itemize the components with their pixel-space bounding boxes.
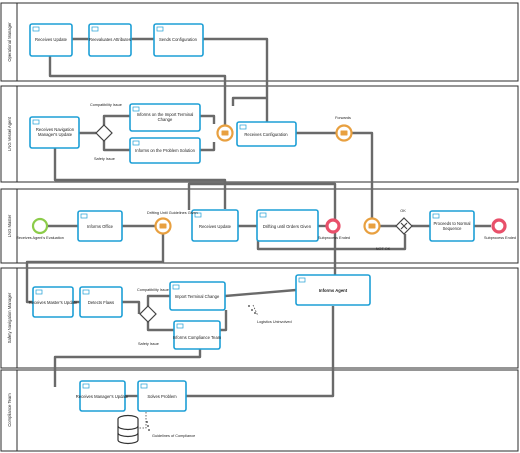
task-informs-problem-solution[interactable]: Informs on the Problem Solution <box>129 137 201 164</box>
flow-line <box>200 142 216 152</box>
label-compat-issue: Compatibility Issue <box>90 103 122 107</box>
flow-line <box>220 310 228 332</box>
lane-label: LNG Master <box>7 214 12 237</box>
task-label: Informs on the Problem Solution <box>135 148 195 153</box>
data-store-icon <box>117 414 139 445</box>
task-label: Change <box>158 117 173 122</box>
label-logistics-uninvolved: Logistics Uninvolved <box>257 320 292 324</box>
flow-line <box>351 131 374 218</box>
task-informs-import-change[interactable]: Informs on the Import Terminal Change <box>129 103 201 132</box>
task-label: Sequence <box>443 226 463 231</box>
lane-compliance-team: Compliance Team <box>0 369 519 452</box>
task-receives-manager-update[interactable]: Receives Manager's Update <box>76 380 129 412</box>
task-label: Reevaluates Attributes <box>89 37 131 42</box>
task-informs-office[interactable]: Informs Office <box>77 210 123 242</box>
gateway-ok-not-ok <box>395 217 413 235</box>
task-receives-update-master[interactable]: Receives Update <box>191 209 239 242</box>
task-import-terminal-change[interactable]: Import Terminal Change <box>169 281 226 311</box>
task-informs-agent[interactable]: Informs Agent <box>295 274 371 306</box>
label-receives-agents-eval: Receives Agent's Evaluation <box>16 236 64 240</box>
flow-line <box>186 306 335 398</box>
flow-line <box>53 148 227 209</box>
label-subprocess-ended: Subprocess Ended <box>484 236 516 240</box>
task-reevaluates-attributes[interactable]: Reevaluates Attributes <box>88 23 132 57</box>
task-label: Proceeds to Normal <box>433 221 470 226</box>
label-not-ok: NOT OK <box>376 247 391 251</box>
task-label: Solves Problem <box>147 394 177 399</box>
lane-label: Compliance Team <box>7 393 12 427</box>
task-label: Import Terminal Change <box>175 294 220 299</box>
task-label: Receives Configuration <box>244 132 288 137</box>
message-event-agent-send <box>216 124 234 142</box>
task-receives-configuration[interactable]: Receives Configuration <box>236 121 297 147</box>
association-line <box>252 304 259 317</box>
task-receives-master-update[interactable]: Receives Master's Update <box>29 286 78 318</box>
task-drifting-until-orders[interactable]: Drifting until Orders Given <box>256 209 319 242</box>
sequence-flows <box>25 37 491 429</box>
flow-line <box>122 300 141 314</box>
label-safety-issue: Safety Issue <box>94 157 115 161</box>
task-label: Receives Update <box>35 37 68 42</box>
label-safety-issue: Safety Issue <box>138 342 159 346</box>
flow-line <box>231 96 267 106</box>
association-line <box>138 412 147 429</box>
lane-operational-manager: Operational Manager <box>0 2 519 82</box>
task-label: Informs on the Import Terminal <box>137 112 194 117</box>
task-label: Receives Update <box>199 224 232 229</box>
task-label: Receives Navigation <box>36 127 75 132</box>
label-compat-issue: Compatibility Issue <box>137 288 169 292</box>
flow-line <box>102 114 130 125</box>
task-proceeds-normal[interactable]: Proceeds to Normal Sequence <box>429 210 475 242</box>
gateway-flaws <box>139 305 157 323</box>
task-label: Receives Manager's Update <box>76 394 129 399</box>
label-forwards: Forwards <box>335 116 351 120</box>
lane-label: LNG Vessel Agent <box>7 116 12 151</box>
task-label: Manager's Update <box>38 132 73 137</box>
flow-line <box>187 182 337 290</box>
task-receives-update-om[interactable]: Receives Update <box>29 23 73 57</box>
label-guidelines-compliance: Guidelines of Compliance <box>152 434 195 438</box>
task-label: Sends Configuration <box>159 37 198 42</box>
label-drifting-guidelines: Drifting Until Guidelines Given <box>147 211 198 215</box>
end-event-subprocess-1 <box>325 218 341 234</box>
task-label: Drifting until Orders Given <box>263 224 312 229</box>
lane-safety-navigation-manager: Safety Navigation Manager <box>0 267 519 369</box>
flow-line <box>146 294 170 306</box>
start-event-master <box>31 217 49 235</box>
label-subprocess-ended: Subprocess Ended <box>318 236 350 240</box>
data-association-dots <box>146 421 150 431</box>
message-event-drifting <box>154 217 172 235</box>
task-label: Receives Master's Update <box>29 300 78 305</box>
lane-label: Operational Manager <box>7 22 12 62</box>
data-object-logistics <box>248 305 256 314</box>
flow-line <box>25 234 165 304</box>
message-event-forwards <box>335 124 353 142</box>
lane-label: Safety Navigation Manager <box>7 292 12 343</box>
flow-line <box>146 322 174 332</box>
task-receives-navigation-update[interactable]: Receives Navigation Manager's Update <box>29 116 80 149</box>
flow-line <box>48 56 227 125</box>
message-event-master-receive <box>363 217 381 235</box>
task-label: Informs Office <box>87 224 114 229</box>
flow-line <box>102 141 130 152</box>
task-detects-flaws[interactable]: Detects Flaws <box>79 286 123 318</box>
flow-line <box>200 114 216 124</box>
task-informs-compliance-team[interactable]: Informs Compliance Team <box>173 320 222 350</box>
task-label: Informs Compliance Team <box>173 335 222 340</box>
task-label: Informs Agent <box>319 288 348 293</box>
flow-line <box>203 37 269 122</box>
annotations: Compatibility Issue Safety Issue Forward… <box>16 103 516 438</box>
task-sends-configuration[interactable]: Sends Configuration <box>153 23 204 57</box>
end-event-subprocess-2 <box>491 218 507 234</box>
label-ok: OK <box>400 209 406 213</box>
task-label: Detects Flaws <box>88 300 114 305</box>
flow-line <box>224 288 297 298</box>
task-solves-problem[interactable]: Solves Problem <box>137 380 187 412</box>
gateway-agent-issue <box>95 124 113 142</box>
